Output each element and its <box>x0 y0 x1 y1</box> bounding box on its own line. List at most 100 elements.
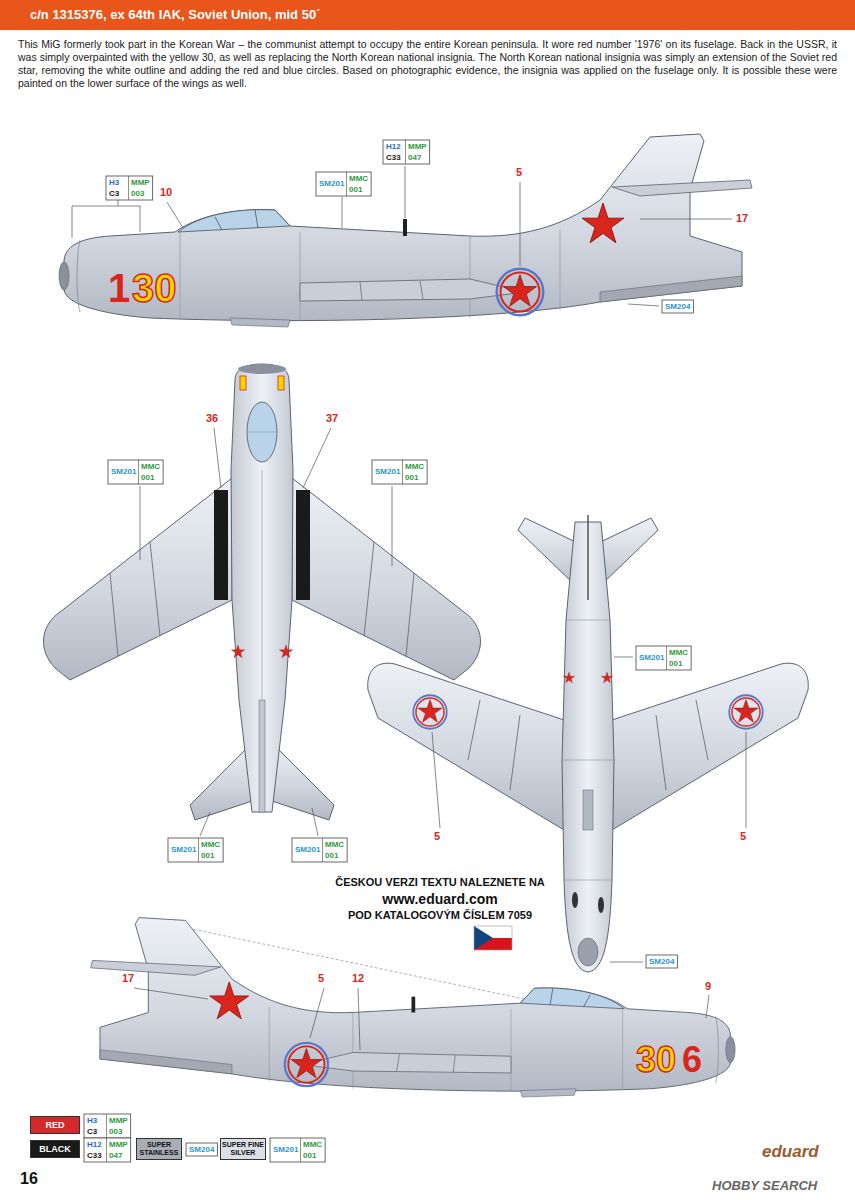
aircraft-marking: 30 <box>132 268 177 308</box>
paint-code-box <box>108 460 163 484</box>
paint-code: MMC <box>141 462 160 471</box>
czech-flag <box>474 926 512 950</box>
paint-code-box <box>316 172 371 196</box>
paint-code: 001 <box>141 473 154 482</box>
logo: eduard <box>762 1142 819 1162</box>
paint-code: MMC <box>405 462 424 471</box>
callout-number: 5 <box>318 972 324 985</box>
illustration-part <box>342 197 343 228</box>
paint-code-box <box>292 838 347 862</box>
paint-code: 001 <box>669 659 682 668</box>
illustration-part <box>563 672 574 683</box>
illustration-part <box>238 364 286 374</box>
callout-number: 12 <box>352 972 364 985</box>
paint-code-box <box>636 646 691 670</box>
side-view-right <box>91 918 735 1097</box>
paint-code-box <box>84 1114 131 1138</box>
legend-swatch: SUPER STAINLESS <box>136 1138 182 1160</box>
legend-text: SUPER FINE SILVER <box>221 1141 265 1157</box>
legend-swatch: RED <box>30 1116 80 1134</box>
top-view <box>44 364 481 820</box>
illustration-part <box>200 812 210 836</box>
paint-code: SM204 <box>189 1145 214 1154</box>
callout-number: 17 <box>736 212 748 225</box>
paint-code: C3 <box>109 189 119 198</box>
paint-code-box <box>270 1138 325 1162</box>
paint-code: C33 <box>386 153 401 162</box>
aircraft-marking: 1 <box>108 268 130 308</box>
illustration-part <box>405 166 406 218</box>
paint-code-box <box>646 955 677 968</box>
paint-code: SM201 <box>171 845 196 854</box>
illustration-part <box>312 808 318 836</box>
paint-code-divider <box>346 172 347 196</box>
paint-code-box <box>662 300 693 313</box>
illustration-part <box>572 892 578 908</box>
page-number: 16 <box>20 1170 38 1188</box>
paint-code: MMP <box>109 1140 128 1149</box>
illustration-part <box>231 364 293 812</box>
illustration-part <box>296 490 310 600</box>
illustration-part <box>640 219 732 220</box>
paint-code: MMP <box>131 178 150 187</box>
paint-code: SM201 <box>111 467 136 476</box>
paint-code: H12 <box>87 1140 102 1149</box>
paint-code-divider <box>106 1114 107 1138</box>
paint-code-boxes <box>84 140 693 1162</box>
illustration-part <box>612 663 808 830</box>
paint-code: MMC <box>303 1140 322 1149</box>
note-text: www.eduard.com <box>382 891 497 907</box>
paint-code: MMP <box>109 1116 128 1125</box>
paint-code: H3 <box>87 1116 97 1125</box>
paint-code: SM204 <box>665 302 690 311</box>
legend-text: SUPER STAINLESS <box>137 1141 181 1157</box>
paint-code-box <box>106 176 153 200</box>
illustration-part <box>247 432 277 700</box>
paint-code: 047 <box>109 1151 122 1160</box>
paint-code-box <box>186 1143 217 1156</box>
illustration-part <box>474 926 512 950</box>
illustration-part <box>231 645 244 658</box>
illustration-part <box>292 478 480 680</box>
paint-code: 001 <box>325 851 338 860</box>
callout-number: 17 <box>122 972 134 985</box>
illustration-part <box>746 732 747 828</box>
paint-code-divider <box>106 1138 107 1162</box>
paint-code-divider <box>198 838 199 862</box>
paint-code-divider <box>402 460 403 484</box>
callout-number: 36 <box>206 412 218 425</box>
illustration-part <box>474 926 493 950</box>
paint-code: SM201 <box>319 179 344 188</box>
illustration-part <box>310 988 324 1038</box>
illustration-part <box>44 478 232 680</box>
paint-code: MMC <box>201 840 220 849</box>
illustration-part <box>259 700 265 812</box>
callout-number: 10 <box>160 186 172 199</box>
illustration-part <box>392 486 393 566</box>
illustration-part <box>583 790 593 830</box>
aircraft-marking: 30 <box>636 1042 676 1078</box>
leader-lines <box>72 166 746 1050</box>
illustration-part <box>134 988 208 999</box>
illustration-part <box>520 182 521 266</box>
header-bar <box>0 0 855 30</box>
illustration-part <box>598 897 604 913</box>
paint-code-box <box>372 460 427 484</box>
paint-code-divider <box>128 176 129 200</box>
paint-code-divider <box>405 140 406 164</box>
illustration-part <box>413 695 446 728</box>
illustration-part <box>368 663 564 830</box>
paint-code: 003 <box>131 189 144 198</box>
paint-code: SM201 <box>295 845 320 854</box>
paint-code: H3 <box>109 178 119 187</box>
legend-swatch: SUPER FINE SILVER <box>220 1138 266 1160</box>
illustration-part <box>303 428 331 488</box>
paint-code: MMC <box>669 648 688 657</box>
paint-code: 001 <box>405 473 418 482</box>
paint-code: MMC <box>325 840 344 849</box>
paint-code-divider <box>322 838 323 862</box>
illustration-part <box>72 200 140 238</box>
side-view-left <box>59 134 752 327</box>
paint-code: 001 <box>201 851 214 860</box>
